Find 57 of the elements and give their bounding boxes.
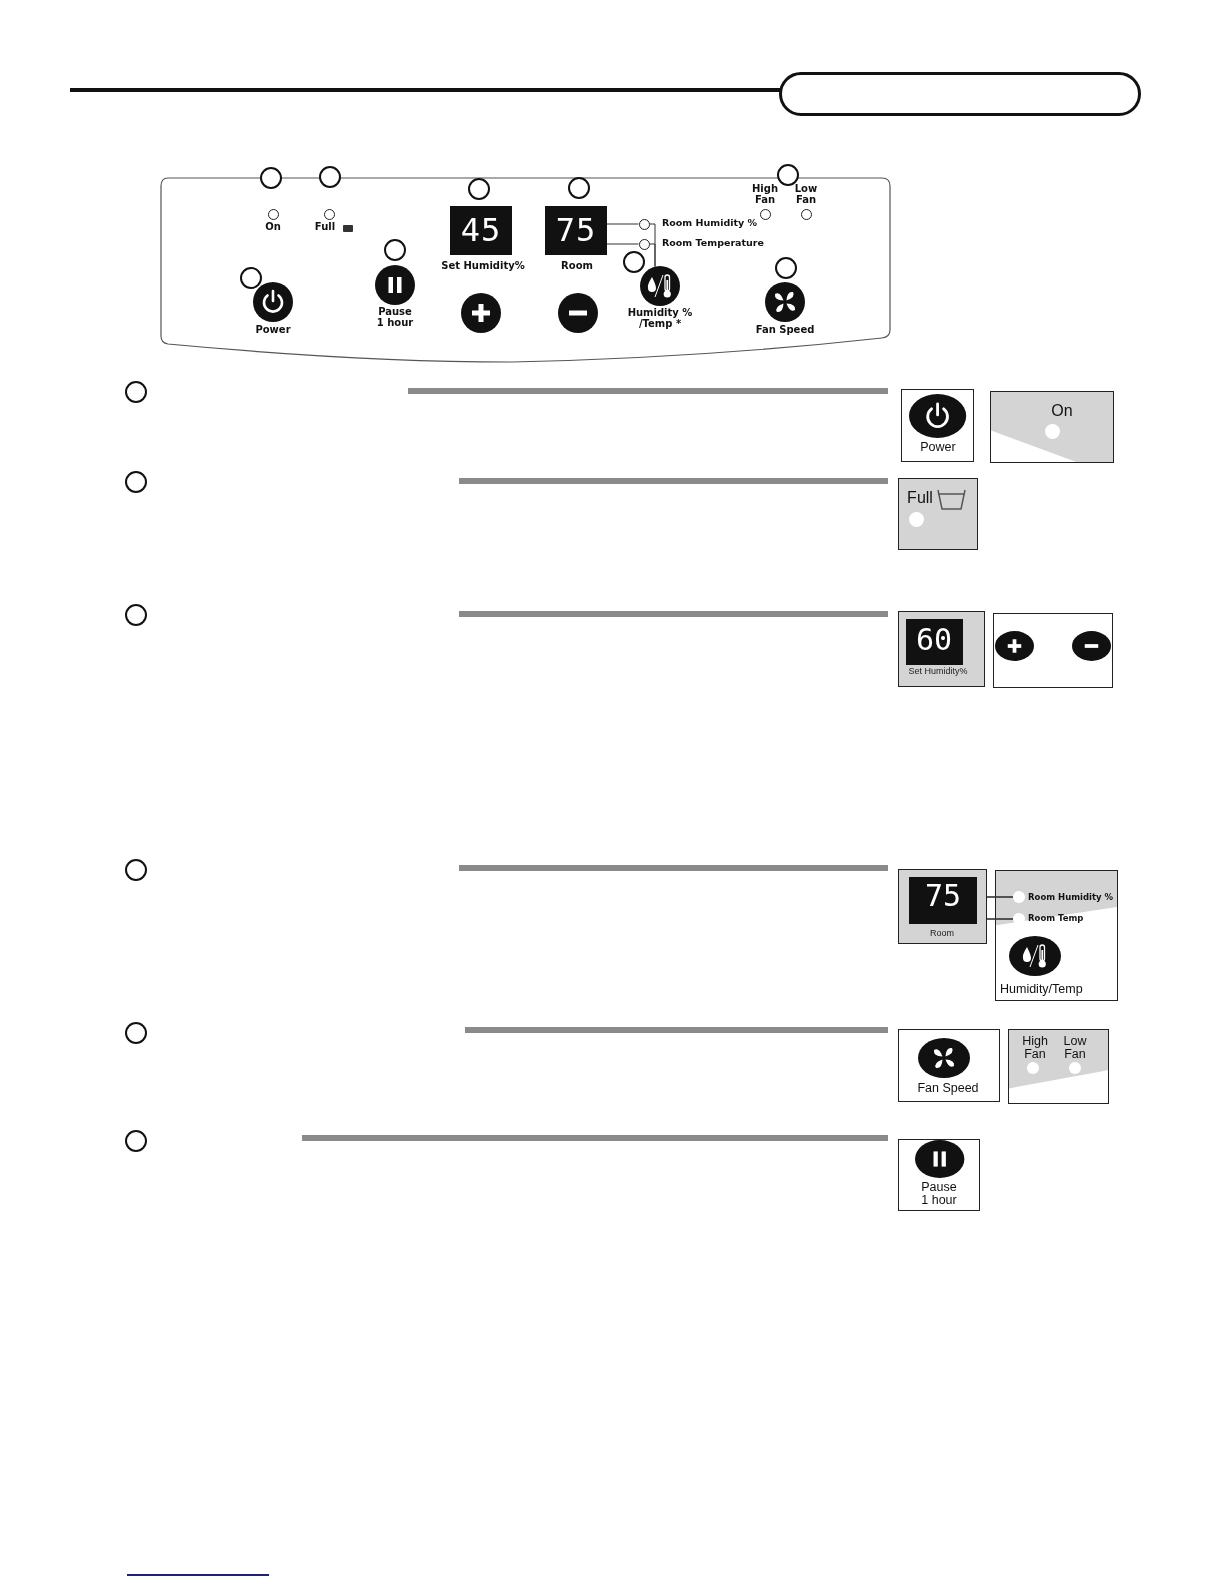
button-label: Power <box>254 325 292 336</box>
display-digits: 45 <box>459 214 503 246</box>
connector-line <box>986 896 1014 898</box>
adjust-buttons-closeup <box>993 613 1113 688</box>
display-digits: 75 <box>923 881 963 911</box>
display-closeup <box>898 869 987 944</box>
connector-line <box>986 918 1014 920</box>
indicator-label: Room Temp <box>1028 914 1085 923</box>
button-label: Pause 1 hour <box>920 1181 958 1208</box>
display-label: Set Humidity% <box>440 261 526 272</box>
indicator-label: On <box>1050 403 1074 419</box>
indicator-light-closeup <box>990 391 1114 463</box>
callout-circle <box>125 859 147 881</box>
indicator-label: Low Fan <box>793 184 819 205</box>
humidity-temperature-icon <box>640 266 680 306</box>
callout-circle <box>125 381 147 403</box>
indicator-label: Room Temperature <box>662 238 765 249</box>
fan-indicator-closeup <box>1008 1029 1109 1104</box>
indicator-label: On <box>264 222 282 233</box>
callout-circle <box>125 471 147 493</box>
button-label: Pause 1 hour <box>375 307 415 328</box>
button-label: Power <box>919 441 957 455</box>
callout-circle <box>260 167 282 189</box>
indicator-label: Room Humidity % <box>662 218 759 229</box>
connector-line <box>606 223 639 225</box>
indicator-label: Full <box>906 490 934 506</box>
display-closeup <box>898 611 985 687</box>
button-label: Humidity % /Temp * <box>626 308 694 329</box>
callout-circle <box>125 604 147 626</box>
indicator-label: Low Fan <box>1062 1035 1088 1062</box>
callout-circle <box>777 164 799 186</box>
button-label: Fan Speed <box>754 325 816 336</box>
power-button-closeup <box>901 389 974 462</box>
fan-button-closeup <box>898 1029 1000 1102</box>
display-label: Room <box>929 929 955 938</box>
display-label: Room <box>560 261 594 272</box>
indicator-label: Full <box>313 222 337 233</box>
button-label: Humidity/Temp <box>1000 983 1084 997</box>
connector-line <box>606 243 639 245</box>
display-label: Set Humidity% <box>907 667 969 676</box>
indicator-label: High Fan <box>750 184 780 205</box>
callout-circle <box>125 1022 147 1044</box>
indicator-light <box>638 238 650 250</box>
connector-line <box>649 243 656 268</box>
indicator-label: High Fan <box>1021 1035 1049 1062</box>
pause-button-closeup <box>898 1139 980 1211</box>
humidity-temp-closeup <box>995 870 1118 1001</box>
full-indicator-closeup <box>898 478 978 550</box>
button-label: Fan Speed <box>916 1082 980 1096</box>
display-digits: 60 <box>914 625 954 655</box>
display-digits: 75 <box>554 214 598 246</box>
indicator-light <box>638 218 650 230</box>
digital-display <box>450 206 512 255</box>
digital-display <box>545 206 607 255</box>
indicator-label: Room Humidity % <box>1028 893 1115 902</box>
callout-circle <box>125 1130 147 1152</box>
callout-circle <box>319 166 341 188</box>
